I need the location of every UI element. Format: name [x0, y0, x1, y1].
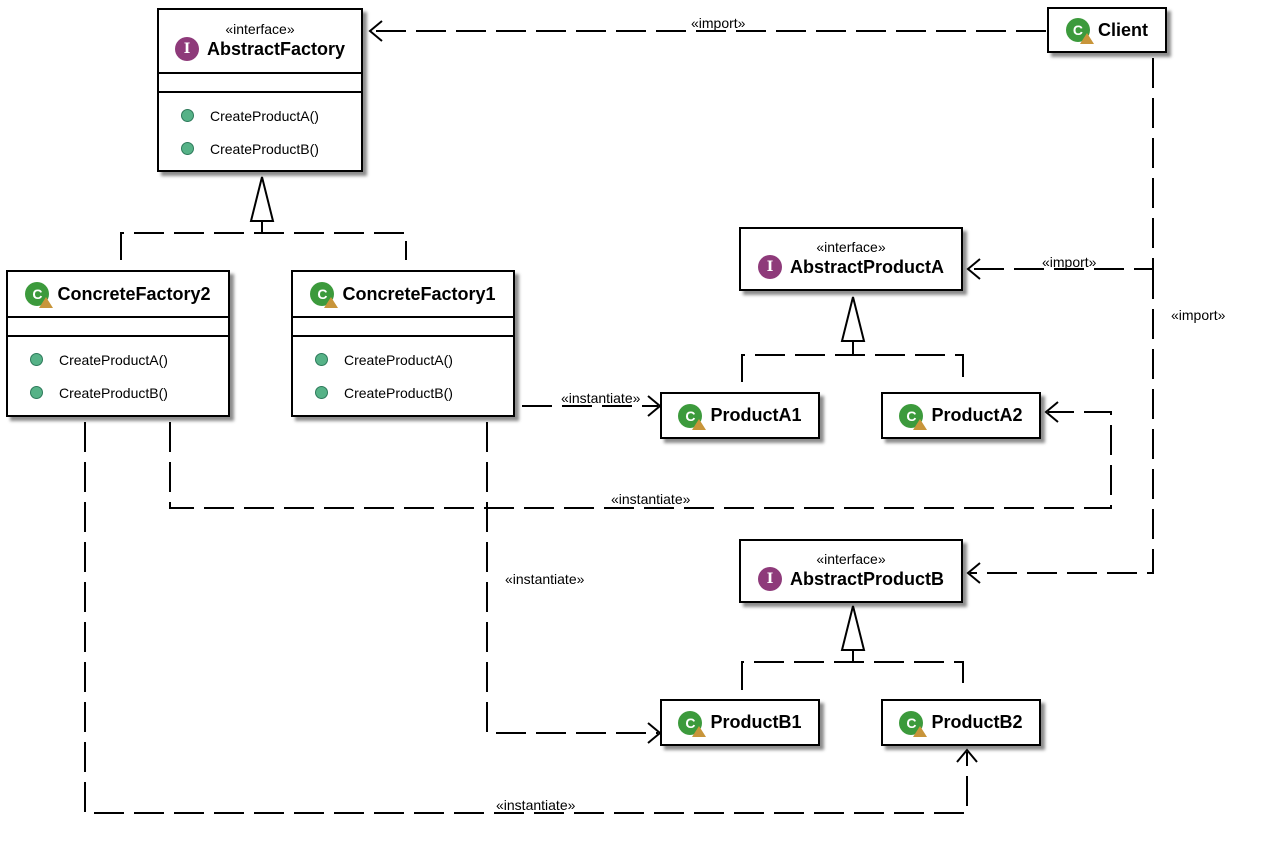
edge-cf2-productb2 — [84, 422, 968, 814]
concrete-factory2-class[interactable]: C ConcreteFactory2 CreateProductA() Crea… — [6, 270, 230, 417]
method-item[interactable]: CreateProductB() — [159, 132, 361, 165]
public-method-icon — [315, 386, 328, 399]
concrete-factory1-class[interactable]: C ConcreteFactory1 CreateProductA() Crea… — [291, 270, 515, 417]
class-name: ProductA1 — [710, 405, 802, 425]
import-label-factory: «import» — [691, 15, 746, 31]
instantiate-label-b1: «instantiate» — [505, 571, 585, 587]
method-item[interactable]: CreateProductA() — [293, 343, 513, 376]
class-icon: C — [678, 403, 707, 430]
class-icon: C — [310, 282, 339, 308]
class-name: AbstractProductB — [789, 568, 945, 589]
class-name: ConcreteFactory1 — [342, 283, 496, 304]
import-label-productb: «import» — [1171, 307, 1226, 323]
instantiate-label-a2: «instantiate» — [611, 491, 691, 507]
class-name: ProductB1 — [710, 712, 802, 732]
class-name: AbstractFactory — [206, 38, 346, 59]
stereotype-label: «interface» — [816, 239, 886, 255]
method-item[interactable]: CreateProductA() — [159, 99, 361, 132]
public-method-icon — [30, 386, 43, 399]
instantiate-label-a1: «instantiate» — [561, 390, 641, 406]
interface-icon: I — [757, 255, 782, 279]
stereotype-label: «interface» — [225, 21, 295, 37]
class-name: AbstractProductA — [789, 256, 945, 277]
public-method-icon — [315, 353, 328, 366]
stereotype-label: «interface» — [816, 551, 886, 567]
class-name: ProductA2 — [931, 405, 1023, 425]
product-b2-class[interactable]: C ProductB2 — [881, 699, 1041, 746]
class-name: Client — [1097, 19, 1148, 40]
class-name: ConcreteFactory2 — [57, 283, 211, 304]
class-icon: C — [678, 710, 707, 737]
edge-client-abstractproductb — [970, 269, 1154, 574]
edge-productb-realization — [741, 661, 964, 690]
abstract-product-a-class[interactable]: «interface» I AbstractProductA — [739, 227, 963, 291]
product-a2-class[interactable]: C ProductA2 — [881, 392, 1041, 439]
abstract-factory-class[interactable]: «interface» I AbstractFactory CreateProd… — [157, 8, 363, 172]
product-b1-class[interactable]: C ProductB1 — [660, 699, 820, 746]
import-label-producta: «import» — [1042, 254, 1097, 270]
class-icon: C — [25, 282, 54, 308]
edge-factories-realization — [120, 232, 407, 260]
abstract-product-b-class[interactable]: «interface» I AbstractProductB — [739, 539, 963, 603]
method-item[interactable]: CreateProductB() — [8, 376, 228, 409]
interface-icon: I — [757, 567, 782, 591]
class-name: ProductB2 — [931, 712, 1023, 732]
edge-cf2-producta2 — [169, 411, 1112, 509]
edge-client-abstractproducta — [970, 58, 1154, 270]
product-a1-class[interactable]: C ProductA1 — [660, 392, 820, 439]
interface-icon: I — [174, 37, 199, 61]
public-method-icon — [181, 109, 194, 122]
class-icon: C — [899, 403, 928, 430]
method-item[interactable]: CreateProductB() — [293, 376, 513, 409]
method-item[interactable]: CreateProductA() — [8, 343, 228, 376]
client-class[interactable]: C Client — [1047, 7, 1167, 53]
instantiate-label-b2: «instantiate» — [496, 797, 576, 813]
public-method-icon — [30, 353, 43, 366]
edge-producta-realization — [741, 354, 964, 382]
public-method-icon — [181, 142, 194, 155]
edge-cf1-productb1 — [486, 422, 658, 734]
class-icon: C — [1065, 18, 1094, 44]
class-icon: C — [899, 710, 928, 737]
